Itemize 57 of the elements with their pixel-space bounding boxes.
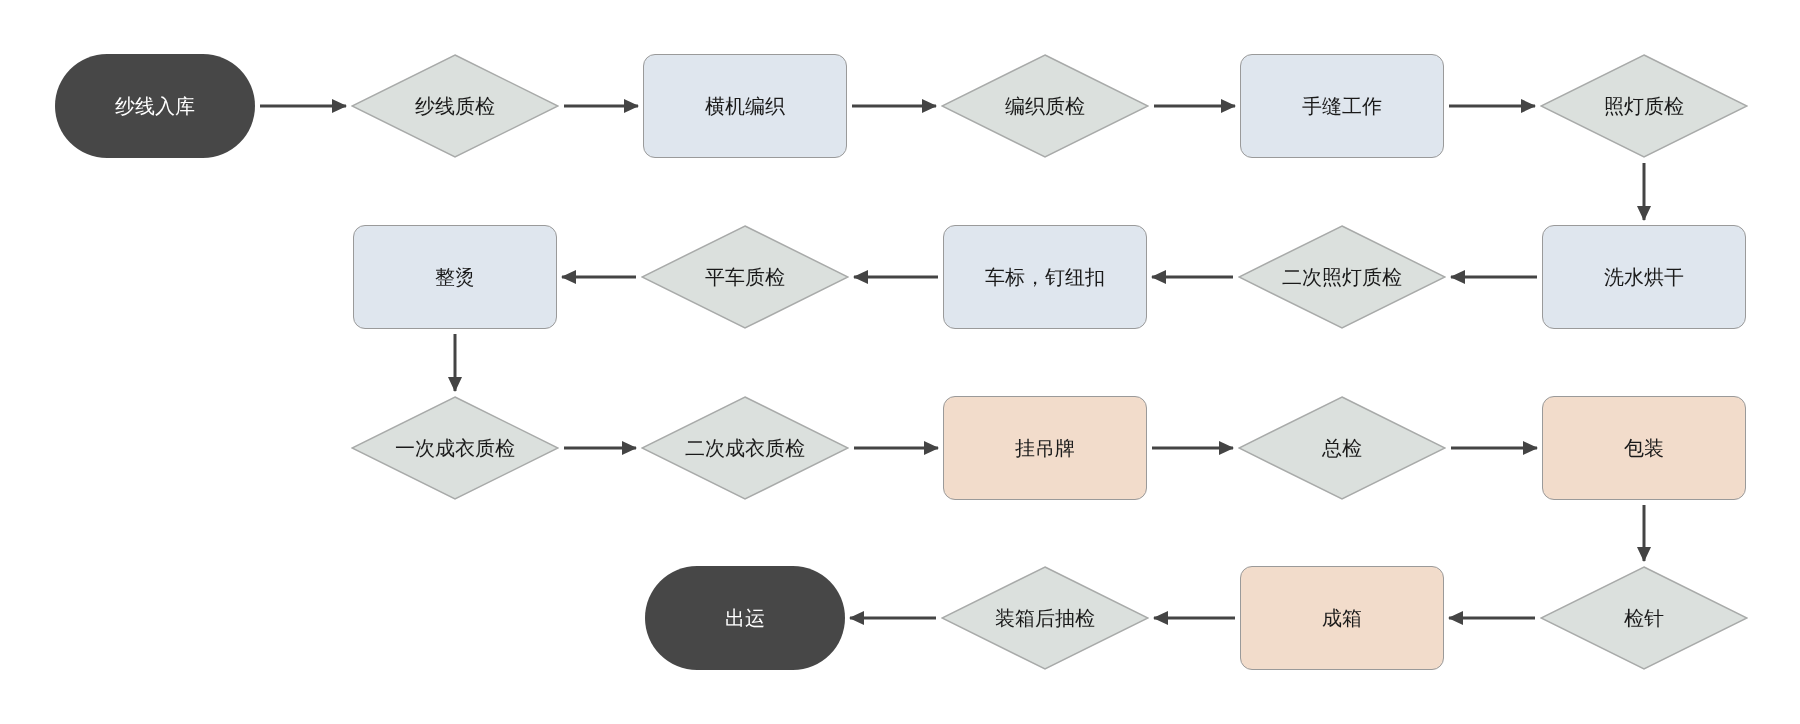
arrow: [1448, 611, 1535, 625]
step-label: 纱线质检: [415, 93, 495, 119]
arrow: [1153, 611, 1235, 625]
arrow: [1451, 441, 1538, 455]
step-label: 包装: [1624, 435, 1664, 461]
arrow: [260, 99, 347, 113]
process-box: [943, 396, 1147, 500]
arrow: [564, 99, 639, 113]
step-label: 照灯质检: [1604, 93, 1684, 119]
decision-diamond: [1238, 396, 1446, 500]
decision-diamond: [941, 566, 1149, 670]
step-label: 装箱后抽检: [995, 605, 1095, 631]
step-label: 整烫: [435, 264, 475, 290]
arrow: [853, 270, 938, 284]
arrow: [1449, 99, 1536, 113]
process-box: [1240, 54, 1444, 158]
step-label: 平车质检: [705, 264, 785, 290]
step-label: 手缝工作: [1302, 93, 1382, 119]
step-label: 车标，钉纽扣: [985, 264, 1105, 290]
step-label: 二次照灯质检: [1282, 264, 1402, 290]
step-label: 纱线入库: [115, 93, 195, 119]
process-box: [353, 225, 557, 329]
decision-diamond: [351, 396, 559, 500]
process-box: [1542, 396, 1746, 500]
step-label: 出运: [725, 605, 765, 631]
step-label: 成箱: [1322, 605, 1362, 631]
decision-diamond: [351, 54, 559, 158]
arrow: [564, 441, 637, 455]
decision-diamond: [1238, 225, 1446, 329]
arrow: [561, 270, 636, 284]
arrow: [448, 334, 462, 392]
decision-diamond: [941, 54, 1149, 158]
step-label: 总检: [1322, 435, 1362, 461]
step-label: 横机编织: [705, 93, 785, 119]
step-label: 检针: [1624, 605, 1664, 631]
arrow: [849, 611, 936, 625]
step-label: 挂吊牌: [1015, 435, 1075, 461]
step-label: 二次成衣质检: [685, 435, 805, 461]
arrow: [1450, 270, 1537, 284]
arrow: [1151, 270, 1233, 284]
decision-diamond: [1540, 54, 1748, 158]
decision-diamond: [641, 396, 849, 500]
decision-diamond: [1540, 566, 1748, 670]
arrow: [854, 441, 939, 455]
step-label: 编织质检: [1005, 93, 1085, 119]
decision-diamond: [641, 225, 849, 329]
arrow: [1152, 441, 1234, 455]
arrow: [1637, 505, 1651, 562]
process-box: [943, 225, 1147, 329]
arrow: [1637, 163, 1651, 221]
arrow: [1154, 99, 1236, 113]
arrow: [852, 99, 937, 113]
step-label: 一次成衣质检: [395, 435, 515, 461]
process-box: [643, 54, 847, 158]
process-box: [1542, 225, 1746, 329]
process-box: [1240, 566, 1444, 670]
step-label: 洗水烘干: [1604, 264, 1684, 290]
